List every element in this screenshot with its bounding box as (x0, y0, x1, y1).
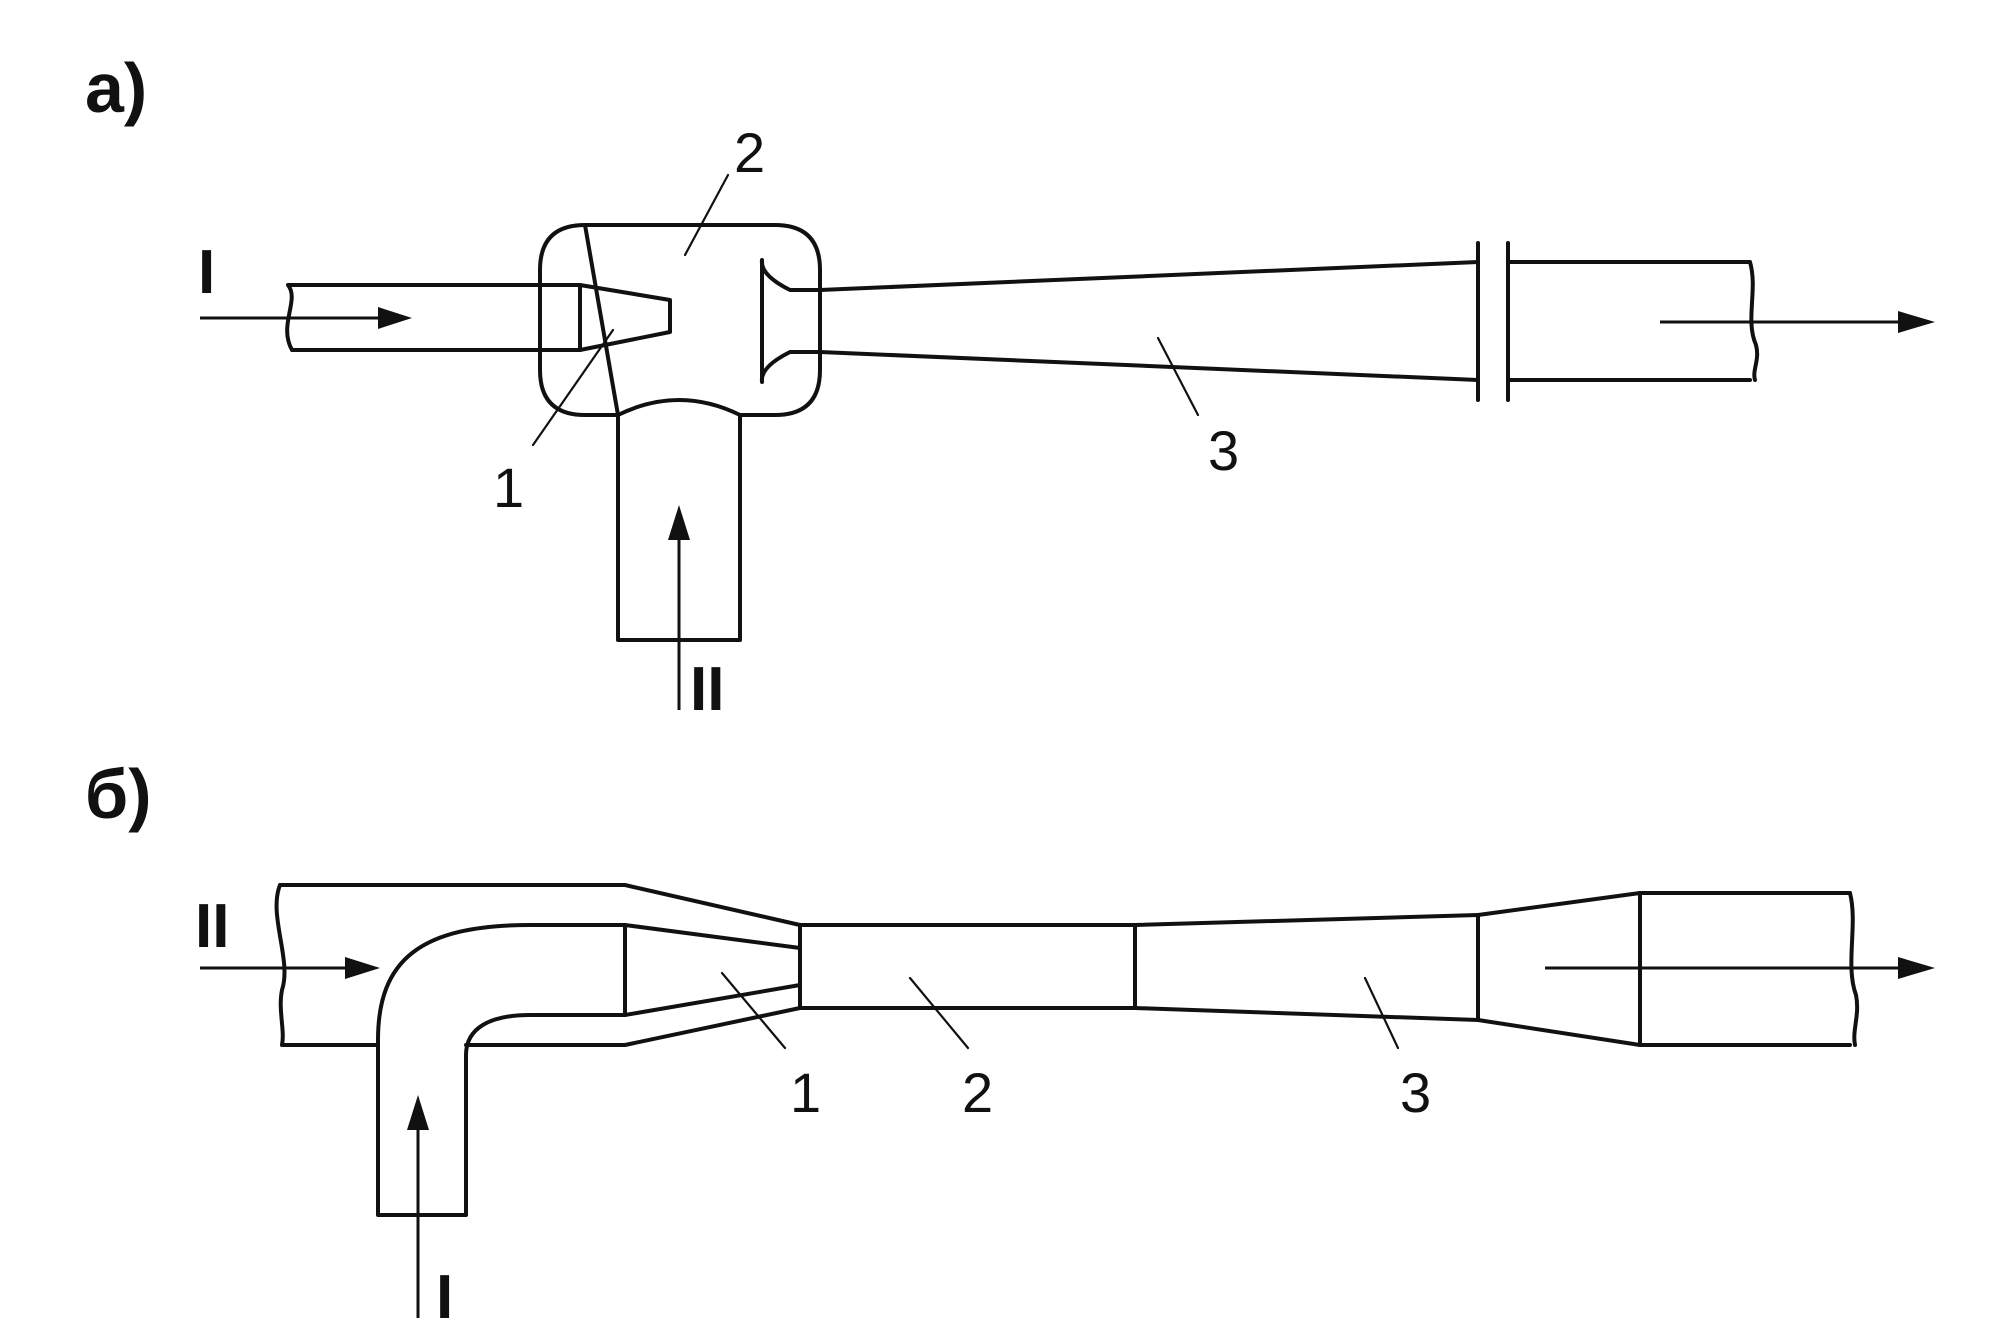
panel-b-leader-1 (720, 971, 787, 1050)
panel-a: а) I II 1 2 3 (85, 49, 1935, 724)
panel-a-diffuser-bell (759, 258, 822, 384)
panel-b-leader-3 (1363, 976, 1400, 1050)
panel-b-outlet-pipe (1638, 891, 1860, 1047)
panel-a-part-3-label: 3 (1208, 419, 1239, 482)
panel-a-part-2-label: 2 (734, 121, 765, 184)
panel-a-inlet-arrow-icon (378, 307, 412, 329)
panel-b-mixing-chamber (798, 923, 1137, 1010)
panel-b-flow-i-label: I (436, 1263, 453, 1332)
panel-a-leader-2 (683, 173, 730, 257)
panel-a-flange (1476, 241, 1510, 402)
panel-b-secondary-inlet-pipe (274, 883, 802, 1047)
panel-b-part-1-label: 1 (790, 1061, 821, 1124)
panel-b: б) II I 1 2 3 (85, 755, 1935, 1332)
panel-a-primary-inlet-pipe (285, 283, 542, 352)
panel-a-outlet-arrow-icon (1898, 311, 1935, 333)
panel-b-part-2-label: 2 (962, 1061, 993, 1124)
panel-a-leader-3 (1156, 336, 1200, 417)
panel-a-outlet-pipe (1506, 260, 1760, 382)
panel-b-outlet-cone (1476, 891, 1642, 1047)
panel-a-leader-1 (531, 328, 615, 447)
panel-b-flow-ii-label: II (195, 892, 229, 961)
panel-b-diffuser (1133, 913, 1480, 1022)
panel-b-label: б) (85, 755, 152, 833)
panel-b-inlet-arrow-icon (345, 957, 380, 979)
panel-b-primary-bent-pipe (376, 923, 627, 1217)
panel-a-up-arrow-icon (668, 505, 690, 540)
panel-b-part-3-label: 3 (1400, 1061, 1431, 1124)
panel-a-part-1-label: 1 (493, 456, 524, 519)
panel-a-suction-chamber (538, 223, 822, 417)
panel-a-flow-ii-label: II (690, 655, 724, 724)
panel-a-flow-i-label: I (198, 238, 215, 307)
panel-b-outlet-arrow-icon (1898, 957, 1935, 979)
panel-a-label: а) (85, 49, 147, 127)
panel-b-up-arrow-icon (407, 1095, 429, 1130)
panel-a-nozzle (578, 283, 672, 352)
panel-a-diffuser (818, 260, 1480, 382)
panel-b-leader-2 (908, 976, 970, 1050)
panel-b-nozzle (623, 923, 802, 1017)
